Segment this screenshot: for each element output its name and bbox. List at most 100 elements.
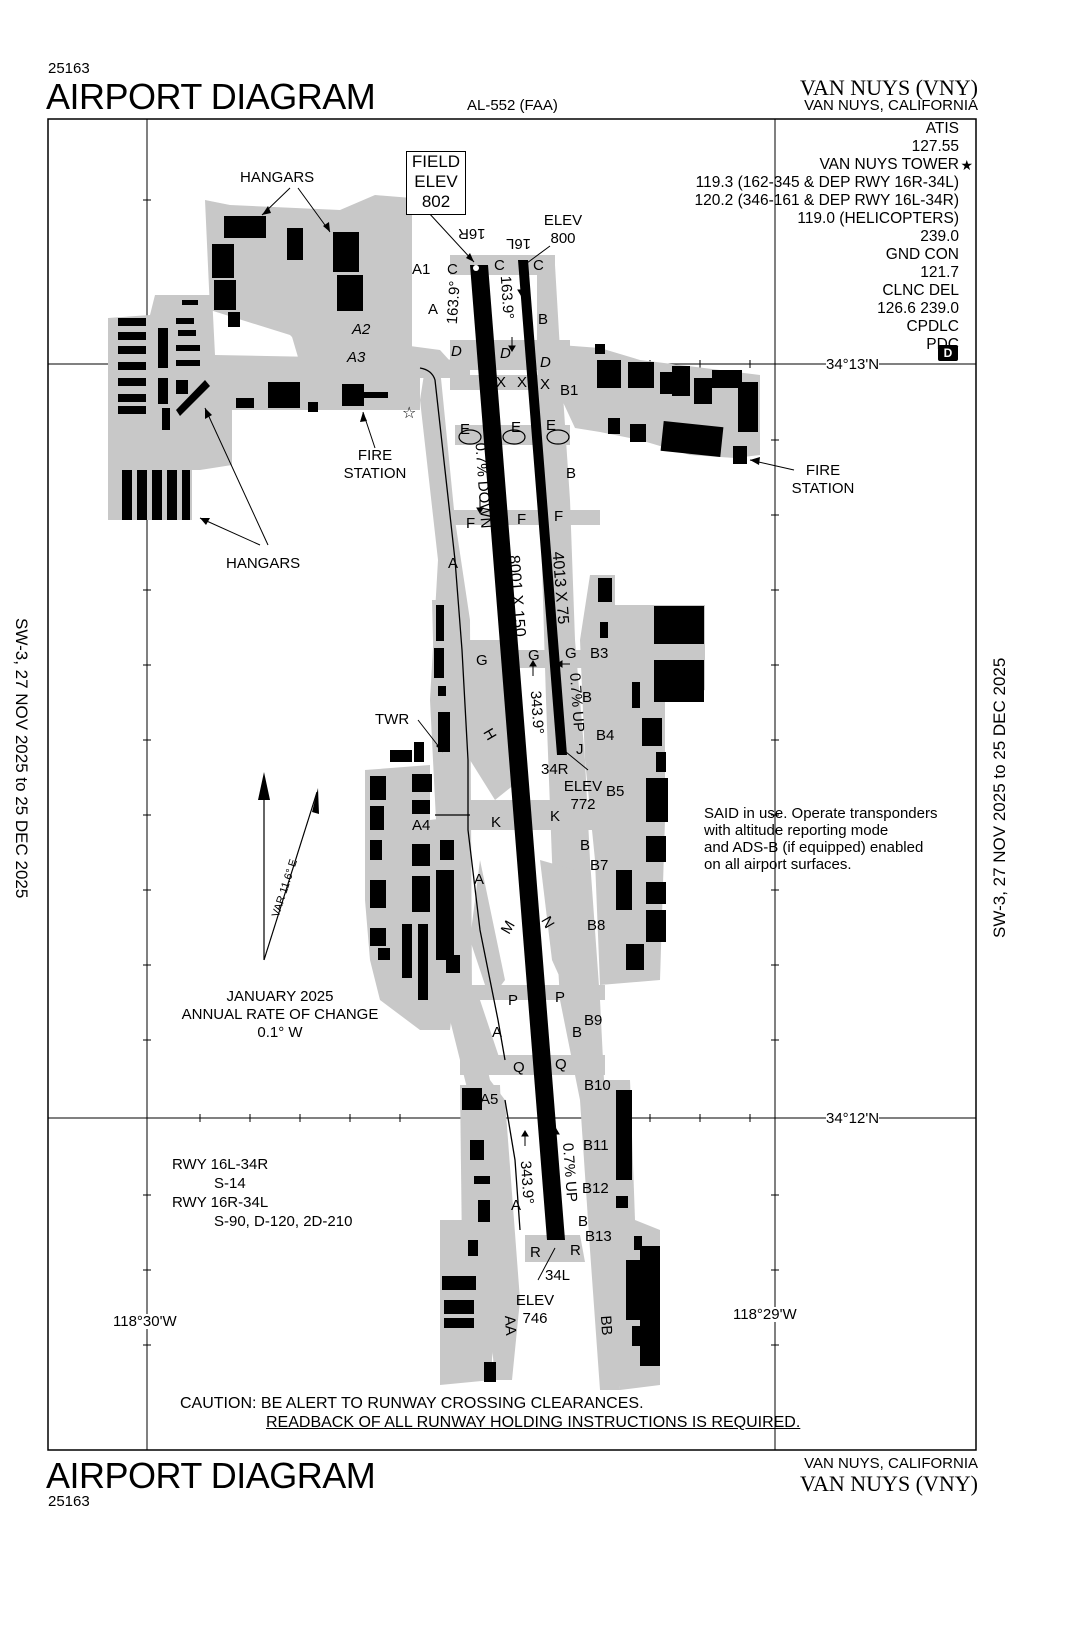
taxiway-label-b10: B10	[584, 1077, 611, 1094]
clearance-label: CLNC DEL	[882, 282, 959, 299]
taxiway-label-b-south: B	[580, 837, 591, 854]
pavement-strength-block: RWY 16L-34R S-14 RWY 16R-34L S-90, D-120…	[172, 1155, 352, 1231]
taxiway-label-a-north: A	[428, 301, 439, 318]
hangar-nw-6	[337, 275, 363, 311]
taxiway-label-b9: B9	[584, 1012, 603, 1029]
taxiway-label-e-1: E	[460, 421, 471, 438]
airport-name-top: VAN NUYS (VNY)	[799, 75, 978, 100]
airport-name-bottom: VAN NUYS (VNY)	[799, 1471, 978, 1496]
infield-west-g	[465, 640, 520, 800]
taxiway-label-p-2: P	[555, 989, 566, 1006]
runway-16r-34l	[470, 265, 565, 1240]
taxiway-label-b-north: B	[538, 311, 549, 328]
taxiway-label-b-south3: B	[578, 1213, 589, 1230]
ramp-fire-station	[232, 378, 420, 410]
taxiway-label-x-2: X	[517, 374, 528, 391]
runway-heading-163-b: 163.9°	[496, 275, 517, 320]
taxiway-label-aa: AA	[500, 1314, 520, 1337]
tower-freq-uhf: 239.0	[920, 228, 959, 245]
magnetic-north-arrow-icon	[312, 788, 319, 814]
taxiway-label-d-1: D	[451, 343, 462, 360]
taxiway-label-a5: A5	[480, 1091, 499, 1108]
runway-16l-34r	[518, 260, 567, 755]
true-north-arrow-icon	[258, 772, 270, 800]
airspace-class-badge	[938, 345, 958, 361]
taxiway-label-d-3: D	[540, 354, 551, 371]
taxiway-label-c-3: C	[533, 257, 544, 274]
leader-arrowheads	[200, 206, 760, 752]
taxiway-label-a1: A1	[412, 261, 431, 278]
tower-freq-2: 120.2 (346-161 & DEP RWY 16L-34R)	[694, 192, 959, 209]
infield-west-m	[470, 860, 505, 1000]
taxiway-label-a-south2: A	[492, 1024, 503, 1041]
taxiway-a-south-link	[450, 1000, 500, 1080]
chart-title-top: AIRPORT DIAGRAM	[46, 76, 376, 117]
field-elev-line2: ELEV	[414, 172, 458, 191]
ground-freq: 121.7	[920, 264, 959, 281]
hangar-nw-7	[228, 312, 240, 327]
atis-label: ATIS	[925, 120, 959, 137]
taxiway-label-k-2: K	[550, 808, 561, 825]
taxiway-label-a2: A2	[352, 321, 371, 338]
taxiway-label-a4: A4	[412, 817, 431, 834]
lat-north-label: 34°13'N	[826, 356, 880, 373]
clearance-freq: 126.6 239.0	[877, 300, 959, 317]
ground-label: GND CON	[885, 246, 959, 263]
cpdlc-label: CPDLC	[906, 318, 959, 335]
chart-title-bottom: AIRPORT DIAGRAM	[46, 1455, 376, 1496]
fire-station-east	[733, 446, 747, 464]
rwy-16r-34l-label: RWY 16R-34L	[172, 1194, 269, 1211]
rwy-16l-34r-strength: S-14	[214, 1175, 246, 1192]
caution-line-2: READBACK OF ALL RUNWAY HOLDING INSTRUCTI…	[266, 1414, 801, 1431]
taxiway-label-a-south3: A	[511, 1197, 522, 1214]
taxiway-label-x-1: X	[496, 374, 507, 391]
taxiway-label-b4: B4	[596, 727, 615, 744]
taxiway-label-g-2: G	[528, 647, 540, 664]
taxiway-label-k-1: K	[491, 814, 502, 831]
hangar-nw-3	[214, 280, 236, 310]
hangar-nw-5	[333, 232, 359, 272]
taxiway-label-b-mid2: B	[582, 689, 593, 706]
chart-frame	[47, 118, 977, 1451]
taxiway-label-a3: A3	[347, 349, 366, 366]
taxiway-label-b3: B3	[590, 645, 609, 662]
taxiway-label-g-3: G	[565, 645, 577, 662]
runway-34r-label: 34R	[541, 761, 569, 778]
hangar-nw-1	[224, 216, 266, 238]
airport-location-top: VAN NUYS, CALIFORNIA	[804, 97, 978, 114]
taxiway-label-b5: B5	[606, 783, 625, 800]
taxiway-a3-strip	[215, 355, 470, 378]
taxiway-label-a-mid: A	[448, 555, 459, 572]
taxiway-label-b7: B7	[590, 857, 609, 874]
ramp-west-hangars-south	[108, 462, 192, 520]
runway-grade-up-b: 0.7% UP	[559, 1142, 581, 1203]
taxiway-label-r-1: R	[530, 1244, 541, 1261]
chart-number-bottom: 25163	[48, 1493, 90, 1510]
taxiway-label-e-2: E	[511, 419, 522, 436]
taxiway-label-q-2: Q	[555, 1056, 567, 1073]
taxiway-label-p-1: P	[508, 992, 519, 1009]
frequency-block: ATIS 127.55 VAN NUYS TOWER★ 119.3 (162-3…	[694, 120, 973, 354]
ramp-east-north	[560, 345, 760, 458]
taxiway-label-b-mid: B	[566, 465, 577, 482]
taxiway-label-x-3: X	[540, 376, 551, 393]
tower-star-icon: ☆	[402, 403, 416, 422]
taxiway-label-e-3: E	[546, 417, 557, 434]
chart-number-top: 25163	[48, 60, 90, 77]
taxiway-label-d-2: D	[500, 345, 511, 362]
hangars-label-left: HANGARS	[226, 555, 301, 572]
tower-label: TWR	[375, 711, 410, 728]
runway-34l-label: 34L	[545, 1267, 571, 1284]
taxiway-label-bb: BB	[596, 1314, 616, 1337]
lon-east-label: 118°29'W	[733, 1306, 797, 1323]
pdc-label: PDC	[926, 336, 959, 353]
taxiway-a-south-edge-line	[504, 1099, 521, 1231]
effective-dates-left: SW-3, 27 NOV 2025 to 25 DEC 2025	[12, 618, 31, 899]
taxiway-label-c-1: C	[447, 261, 458, 278]
caution-line-1: CAUTION: BE ALERT TO RUNWAY CROSSING CLE…	[180, 1395, 644, 1412]
hot-spot-markers	[458, 429, 570, 445]
